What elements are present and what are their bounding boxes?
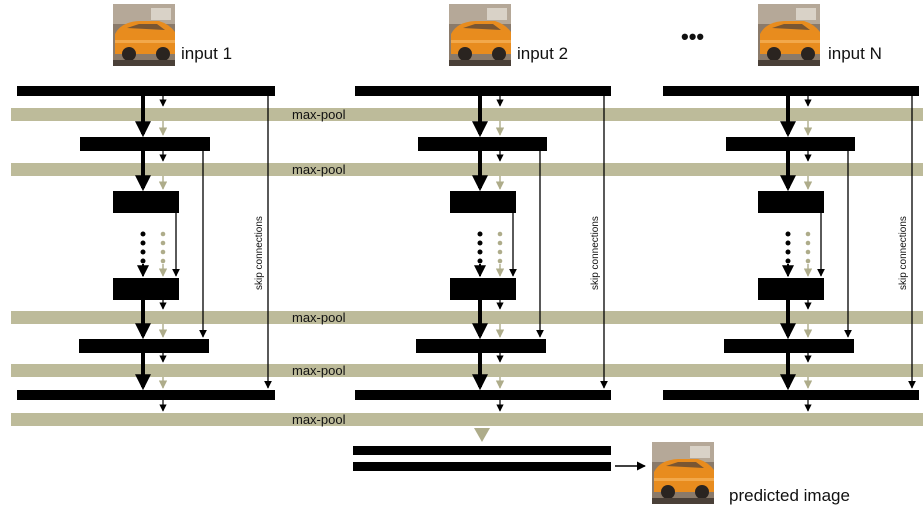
input-label: input N: [828, 44, 882, 63]
taxi-photo-icon: [758, 4, 820, 66]
input-label: input 2: [517, 44, 568, 63]
layer-block: [663, 390, 919, 400]
more-inputs-ellipsis: •••: [681, 24, 704, 49]
layer-block: [726, 137, 855, 151]
layer-block: [724, 339, 854, 353]
layer-block: [17, 86, 275, 96]
taxi-photo-icon: [652, 442, 714, 504]
pool-band: [11, 163, 923, 176]
pool-label: max-pool: [292, 363, 346, 378]
pool-band: [11, 364, 923, 377]
skip-connections-label: skip connections: [898, 216, 909, 290]
layer-block: [758, 278, 824, 300]
skip-connections-label: skip connections: [590, 216, 601, 290]
layer-block: [355, 86, 611, 96]
pool-labels: max-pool max-pool max-pool max-pool max-…: [292, 107, 346, 427]
layer-block: [663, 86, 919, 96]
output-label: predicted image: [729, 486, 850, 505]
output-layer: [353, 462, 611, 471]
pool-band: [11, 413, 923, 426]
layer-block: [355, 390, 611, 400]
ellipsis-dots: [785, 231, 791, 264]
encoder-column-2: input 2 skip connections: [355, 4, 611, 412]
layer-block: [416, 339, 546, 353]
layer-block: [17, 390, 275, 400]
pool-label: max-pool: [292, 310, 346, 325]
layer-block: [450, 191, 516, 213]
output-stage: predicted image: [353, 428, 850, 505]
taxi-photo-icon: [449, 4, 511, 66]
output-layer: [353, 446, 611, 455]
layer-block: [113, 278, 179, 300]
taxi-photo-icon: [113, 4, 175, 66]
pool-label: max-pool: [292, 412, 346, 427]
ellipsis-dots: [140, 231, 146, 264]
layer-block: [80, 137, 210, 151]
layer-block: [113, 191, 179, 213]
encoder-column-1: input 1 s: [17, 4, 275, 412]
pool-bands: [11, 108, 923, 426]
pool-band: [11, 311, 923, 324]
ellipsis-dots: [477, 231, 483, 264]
input-label: input 1: [181, 44, 232, 63]
pool-band: [11, 108, 923, 121]
pool-label: max-pool: [292, 162, 346, 177]
encoder-column-n: input N skip connections: [663, 4, 919, 412]
layer-block: [418, 137, 547, 151]
pool-label: max-pool: [292, 107, 346, 122]
layer-block: [758, 191, 824, 213]
skip-connections-label: skip connections: [254, 216, 265, 290]
layer-block: [79, 339, 209, 353]
pool-down-arrow: [474, 428, 490, 442]
layer-block: [450, 278, 516, 300]
